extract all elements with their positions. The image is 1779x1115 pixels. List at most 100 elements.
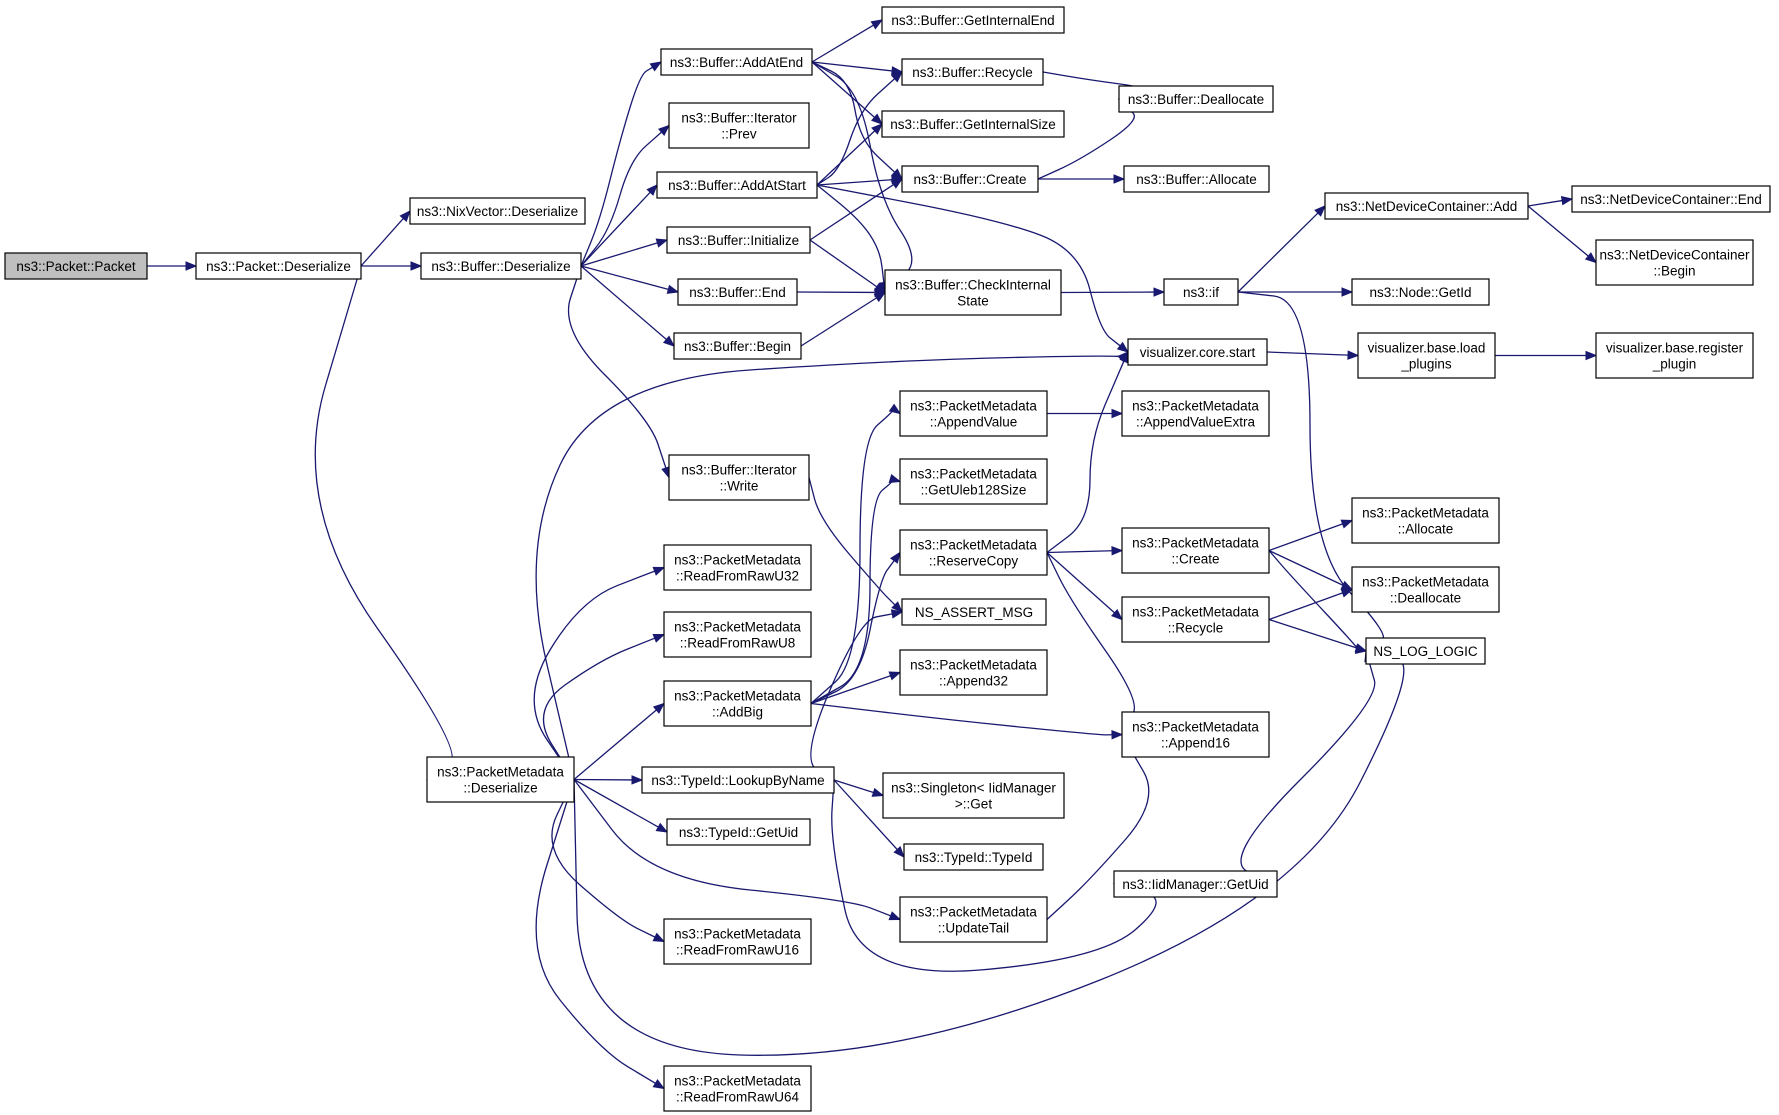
- node-box: [1357, 332, 1496, 379]
- edge-line: [533, 570, 655, 780]
- node-ndc-end[interactable]: ns3::NetDeviceContainer::End: [1571, 185, 1771, 213]
- node-box: [660, 48, 813, 76]
- node-buf-deser[interactable]: ns3::Buffer::Deserialize: [420, 252, 582, 280]
- arrowhead: [888, 403, 902, 415]
- node-label-line: >::Get: [955, 797, 992, 812]
- call-edge-pm_deser-to-pm_updatetail: [573, 779, 902, 921]
- node-pm-appendvalue[interactable]: ns3::PacketMetadata::AppendValue: [899, 390, 1048, 437]
- node-buf-iter-prev[interactable]: ns3::Buffer::Iterator::Prev: [668, 102, 810, 149]
- node-ndc-begin[interactable]: ns3::NetDeviceContainer::Begin: [1595, 239, 1754, 286]
- arrowhead: [185, 261, 198, 271]
- edge-line: [808, 477, 896, 606]
- node-buf-addatstart[interactable]: ns3::Buffer::AddAtStart: [656, 171, 818, 199]
- node-viz-core-start[interactable]: visualizer.core.start: [1127, 338, 1268, 366]
- node-packet-ctor[interactable]: ns3::Packet::Packet: [4, 252, 148, 280]
- node-label-line: _plugin: [1652, 357, 1697, 372]
- edge-line: [1268, 550, 1359, 651]
- node-label-line: ns3::NixVector::Deserialize: [417, 204, 578, 219]
- node-tid-typeid[interactable]: ns3::TypeId::TypeId: [903, 843, 1044, 871]
- node-label-line: ns3::PacketMetadata: [910, 467, 1037, 482]
- node-singleton-get[interactable]: ns3::Singleton< IidManager>::Get: [882, 772, 1065, 819]
- arrowhead: [890, 609, 904, 619]
- arrowhead: [631, 775, 644, 785]
- edge-line: [1046, 552, 1115, 614]
- node-ns3-if[interactable]: ns3::if: [1163, 278, 1239, 306]
- edge-line: [1266, 351, 1349, 356]
- node-box: [663, 611, 812, 658]
- node-pm-deallocate[interactable]: ns3::PacketMetadata::Deallocate: [1351, 566, 1500, 613]
- call-edge-packet_deser-to-buf_deser: [361, 261, 423, 271]
- node-label-line: ns3::PacketMetadata: [1132, 399, 1259, 414]
- node-nix-deser[interactable]: ns3::NixVector::Deserialize: [409, 197, 586, 225]
- node-buf-create[interactable]: ns3::Buffer::Create: [901, 165, 1039, 193]
- node-box: [641, 766, 835, 794]
- node-label-line: ns3::TypeId::TypeId: [915, 850, 1033, 865]
- node-box: [1127, 338, 1268, 366]
- node-pm-addbig[interactable]: ns3::PacketMetadata::AddBig: [663, 680, 812, 727]
- arrowhead: [652, 566, 666, 576]
- node-pm-append32[interactable]: ns3::PacketMetadata::Append32: [899, 649, 1048, 696]
- call-edge-tid_lookup-to-ns_assert: [810, 609, 904, 781]
- node-pm-append16[interactable]: ns3::PacketMetadata::Append16: [1121, 711, 1270, 758]
- node-ndc-add[interactable]: ns3::NetDeviceContainer::Add: [1324, 192, 1529, 220]
- node-buf-end[interactable]: ns3::Buffer::End: [677, 278, 798, 306]
- call-edge-buf_addatstart-to-viz_core_start: [816, 184, 1130, 353]
- node-label-line: ns3::PacketMetadata: [910, 905, 1037, 920]
- arrowhead: [1113, 174, 1126, 184]
- node-buf-addatend[interactable]: ns3::Buffer::AddAtEnd: [660, 48, 813, 76]
- node-box: [1351, 278, 1490, 306]
- node-buf-iter-write[interactable]: ns3::Buffer::Iterator::Write: [668, 454, 810, 501]
- arrowhead: [410, 261, 423, 271]
- function-nodes: ns3::Packet::Packet ns3::Packet::Deserial…: [4, 6, 1771, 1112]
- edge-line: [1046, 552, 1135, 726]
- node-tid-lookup[interactable]: ns3::TypeId::LookupByName: [641, 766, 835, 794]
- node-viz-base-load[interactable]: visualizer.base.load_plugins: [1357, 332, 1496, 379]
- node-pm-reservecopy[interactable]: ns3::PacketMetadata::ReserveCopy: [899, 529, 1048, 576]
- node-pm-getuleb[interactable]: ns3::PacketMetadata::GetUleb128Size: [899, 458, 1048, 505]
- node-box: [899, 649, 1048, 696]
- node-box: [901, 598, 1047, 626]
- node-pm-updatetail[interactable]: ns3::PacketMetadata::UpdateTail: [899, 896, 1048, 943]
- node-buf-dealloc[interactable]: ns3::Buffer::Deallocate: [1118, 85, 1274, 113]
- node-label-line: ns3::PacketMetadata: [674, 927, 801, 942]
- node-tid-getuid[interactable]: ns3::TypeId::GetUid: [666, 818, 811, 846]
- node-ns-log-logic[interactable]: NS_LOG_LOGIC: [1365, 637, 1486, 665]
- node-box: [656, 171, 818, 199]
- node-label-line: ns3::Buffer::Deserialize: [431, 259, 570, 274]
- call-edge-buf_deser-to-buf_end: [580, 265, 680, 294]
- edge-line: [551, 779, 656, 938]
- node-pm-create[interactable]: ns3::PacketMetadata::Create: [1121, 527, 1270, 574]
- node-buf-getintend[interactable]: ns3::Buffer::GetInternalEnd: [881, 6, 1065, 34]
- node-pm-rr64[interactable]: ns3::PacketMetadata::ReadFromRawU64: [663, 1065, 812, 1112]
- node-box: [899, 458, 1048, 505]
- node-node-getid[interactable]: ns3::Node::GetId: [1351, 278, 1490, 306]
- call-edge-pm_appendvalue-to-pm_appendvalueextra: [1047, 408, 1124, 419]
- node-label-line: ns3::IidManager::GetUid: [1122, 877, 1268, 892]
- node-iid-getuid[interactable]: ns3::IidManager::GetUid: [1113, 870, 1278, 898]
- node-pm-deser[interactable]: ns3::PacketMetadata::Deserialize: [426, 756, 575, 803]
- node-buf-alloc[interactable]: ns3::Buffer::Allocate: [1123, 165, 1270, 193]
- node-pm-rr32[interactable]: ns3::PacketMetadata::ReadFromRawU32: [663, 544, 812, 591]
- node-buf-recycle[interactable]: ns3::Buffer::Recycle: [901, 58, 1044, 86]
- node-label-line: ns3::Packet::Packet: [16, 259, 136, 274]
- node-pm-rr8[interactable]: ns3::PacketMetadata::ReadFromRawU8: [663, 611, 812, 658]
- call-edge-ndc_add-to-ndc_begin: [1527, 205, 1598, 264]
- edge-line: [1240, 660, 1376, 885]
- node-buf-begin[interactable]: ns3::Buffer::Begin: [673, 332, 802, 360]
- node-viz-base-register[interactable]: visualizer.base.register_plugin: [1595, 332, 1754, 379]
- node-buf-getintsize[interactable]: ns3::Buffer::GetInternalSize: [881, 110, 1065, 138]
- node-pm-appendvalueextra[interactable]: ns3::PacketMetadata::AppendValueExtra: [1121, 390, 1270, 437]
- node-pm-allocate[interactable]: ns3::PacketMetadata::Allocate: [1351, 497, 1500, 544]
- node-pm-rr16[interactable]: ns3::PacketMetadata::ReadFromRawU16: [663, 918, 812, 965]
- node-box: [1324, 192, 1529, 220]
- node-label-line: ns3::Buffer::AddAtEnd: [670, 55, 803, 70]
- node-packet-deser[interactable]: ns3::Packet::Deserialize: [195, 252, 362, 280]
- edge-line: [1268, 618, 1357, 649]
- arrowhead: [1354, 643, 1368, 653]
- node-buf-init[interactable]: ns3::Buffer::Initialize: [666, 226, 811, 254]
- edge-line: [833, 779, 898, 851]
- node-label-line: ns3::Singleton< IidManager: [891, 781, 1056, 796]
- node-pm-recycle[interactable]: ns3::PacketMetadata::Recycle: [1121, 596, 1270, 643]
- node-ns-assert[interactable]: NS_ASSERT_MSG: [901, 598, 1047, 626]
